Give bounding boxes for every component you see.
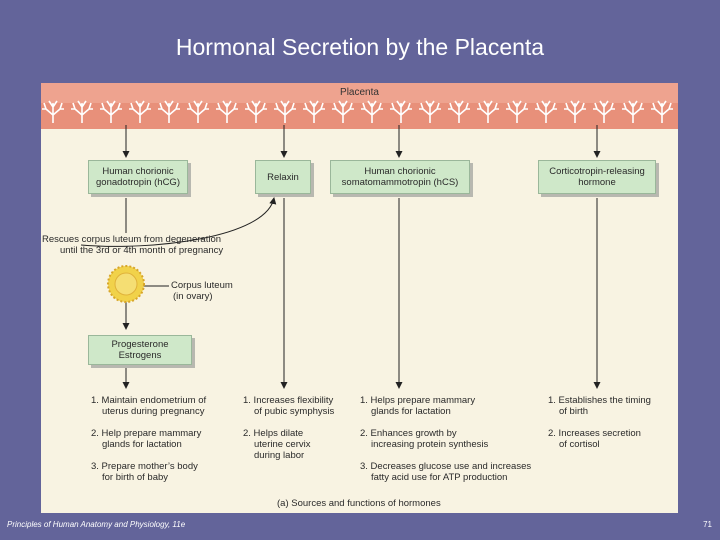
villus-icon [158, 100, 180, 123]
villus-icon [651, 100, 673, 123]
villus-icon [535, 100, 557, 123]
relaxin-functions: 1. Increases flexibility of pubic symphy… [243, 395, 335, 461]
villus-icon [448, 100, 470, 123]
villus-icon [245, 100, 267, 123]
hcs-functions: 1. Helps prepare mammary glands for lact… [360, 395, 532, 483]
footer-source: Principles of Human Anatomy and Physiolo… [7, 520, 186, 529]
villus-icon [187, 100, 209, 123]
figure-caption: (a) Sources and functions of hormones [277, 498, 441, 509]
page-number: 71 [703, 520, 712, 529]
corpus-luteum-label: Corpus luteum (in ovary) [171, 280, 233, 302]
crh-functions: 1. Establishes the timing of birth 2. In… [548, 395, 651, 450]
villus-icon [477, 100, 499, 123]
placenta-label: Placenta [340, 87, 379, 98]
villus-icon [71, 100, 93, 123]
villus-icon [419, 100, 441, 123]
placenta-band: Placenta [41, 83, 678, 129]
villus-icon [593, 100, 615, 123]
corpus-luteum-illustration [107, 265, 145, 303]
flow-arrows [80, 125, 601, 389]
placenta-diagram: Placenta [41, 83, 678, 513]
villus-icon [274, 100, 296, 123]
villus-icon [129, 100, 151, 123]
villus-icon [303, 100, 325, 123]
villus-icon [216, 100, 238, 123]
villus-icon [42, 100, 64, 123]
villi-illustration [42, 100, 673, 123]
arrow-rescue-curve [80, 197, 277, 247]
villus-icon [361, 100, 383, 123]
relaxin-box: Relaxin [255, 160, 311, 194]
slide-title: Hormonal Secretion by the Placenta [175, 34, 545, 60]
villus-icon [100, 100, 122, 123]
rescue-text: Rescues corpus luteum from degeneration … [42, 234, 224, 256]
villus-icon [390, 100, 412, 123]
placenta-surface [41, 83, 678, 103]
villus-icon [506, 100, 528, 123]
villus-icon [564, 100, 586, 123]
steroid-functions: 1. Maintain endometrium of uterus during… [91, 395, 207, 483]
villus-icon [622, 100, 644, 123]
villus-icon [332, 100, 354, 123]
